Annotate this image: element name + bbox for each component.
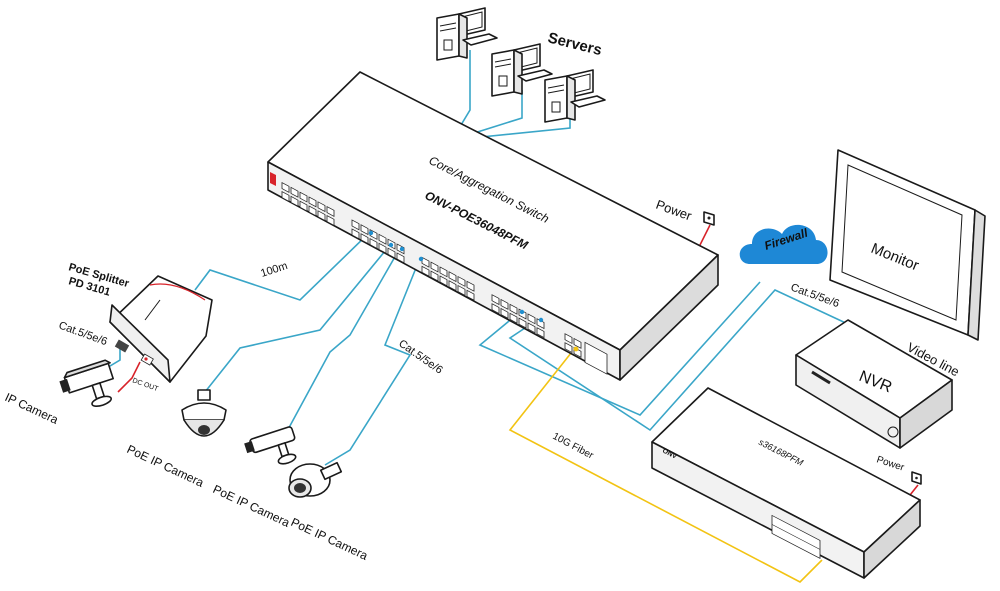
- bullet-camera-icon: [288, 461, 343, 498]
- poe-splitter-icon: [109, 275, 213, 383]
- dome-camera-icon: [181, 389, 227, 437]
- ip-camera-label: IP Camera: [3, 390, 61, 427]
- core-switch: Core/Aggregation Switch ONV-POE36048PFM: [267, 71, 719, 381]
- server-icon: [544, 69, 606, 123]
- poe-ip-camera-label-1: PoE IP Camera: [125, 442, 207, 490]
- link-100m-label: 100m: [259, 260, 289, 280]
- switch-ports: [281, 182, 608, 375]
- fiber-10g-label: 10G Fiber: [551, 431, 596, 462]
- cat-right-label: Cat.5/5e/6: [789, 282, 841, 311]
- poe-ip-camera-label-2: PoE IP Camera: [211, 482, 293, 530]
- power-outlet-icon: [911, 471, 922, 485]
- cloud-icon: Firewall: [739, 224, 828, 264]
- monitor-icon: Monitor: [829, 149, 986, 341]
- box-camera-icon: [59, 359, 114, 407]
- ethernet-cables: [99, 231, 851, 466]
- servers: Servers: [436, 7, 606, 123]
- nvr-icon: NVR: [795, 319, 953, 449]
- switch-icon: [267, 71, 719, 381]
- servers-label: Servers: [546, 29, 604, 59]
- server-icon: [436, 7, 498, 61]
- dc-out-label: DC OUT: [131, 377, 159, 393]
- bullet-camera-icon: [244, 426, 297, 465]
- access-switch: ONV s36168PFM: [651, 387, 921, 579]
- core-power-label: Power: [654, 197, 694, 224]
- access-power-label: Power: [875, 454, 906, 473]
- server-icon: [491, 43, 553, 97]
- cat-left-label: Cat.5/5e/6: [57, 320, 109, 349]
- poe-ip-camera-label-3: PoE IP Camera: [289, 515, 371, 563]
- fiber-cable: [508, 347, 823, 583]
- power-outlet-icon: [703, 211, 715, 226]
- cat-middle-label: Cat.5/5e/6: [396, 338, 444, 377]
